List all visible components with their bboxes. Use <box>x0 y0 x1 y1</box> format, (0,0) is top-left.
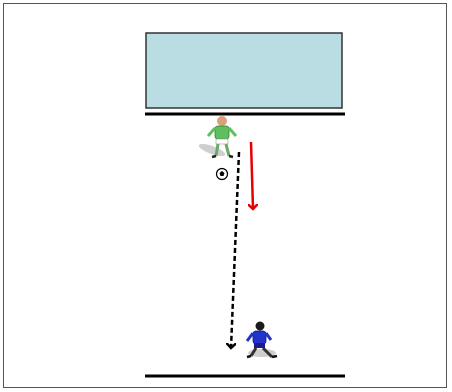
dashed-pass-arrow <box>231 152 239 348</box>
soccer-ball-icon <box>217 169 228 180</box>
red-movement-arrow <box>251 142 253 209</box>
goal-box <box>146 33 342 108</box>
